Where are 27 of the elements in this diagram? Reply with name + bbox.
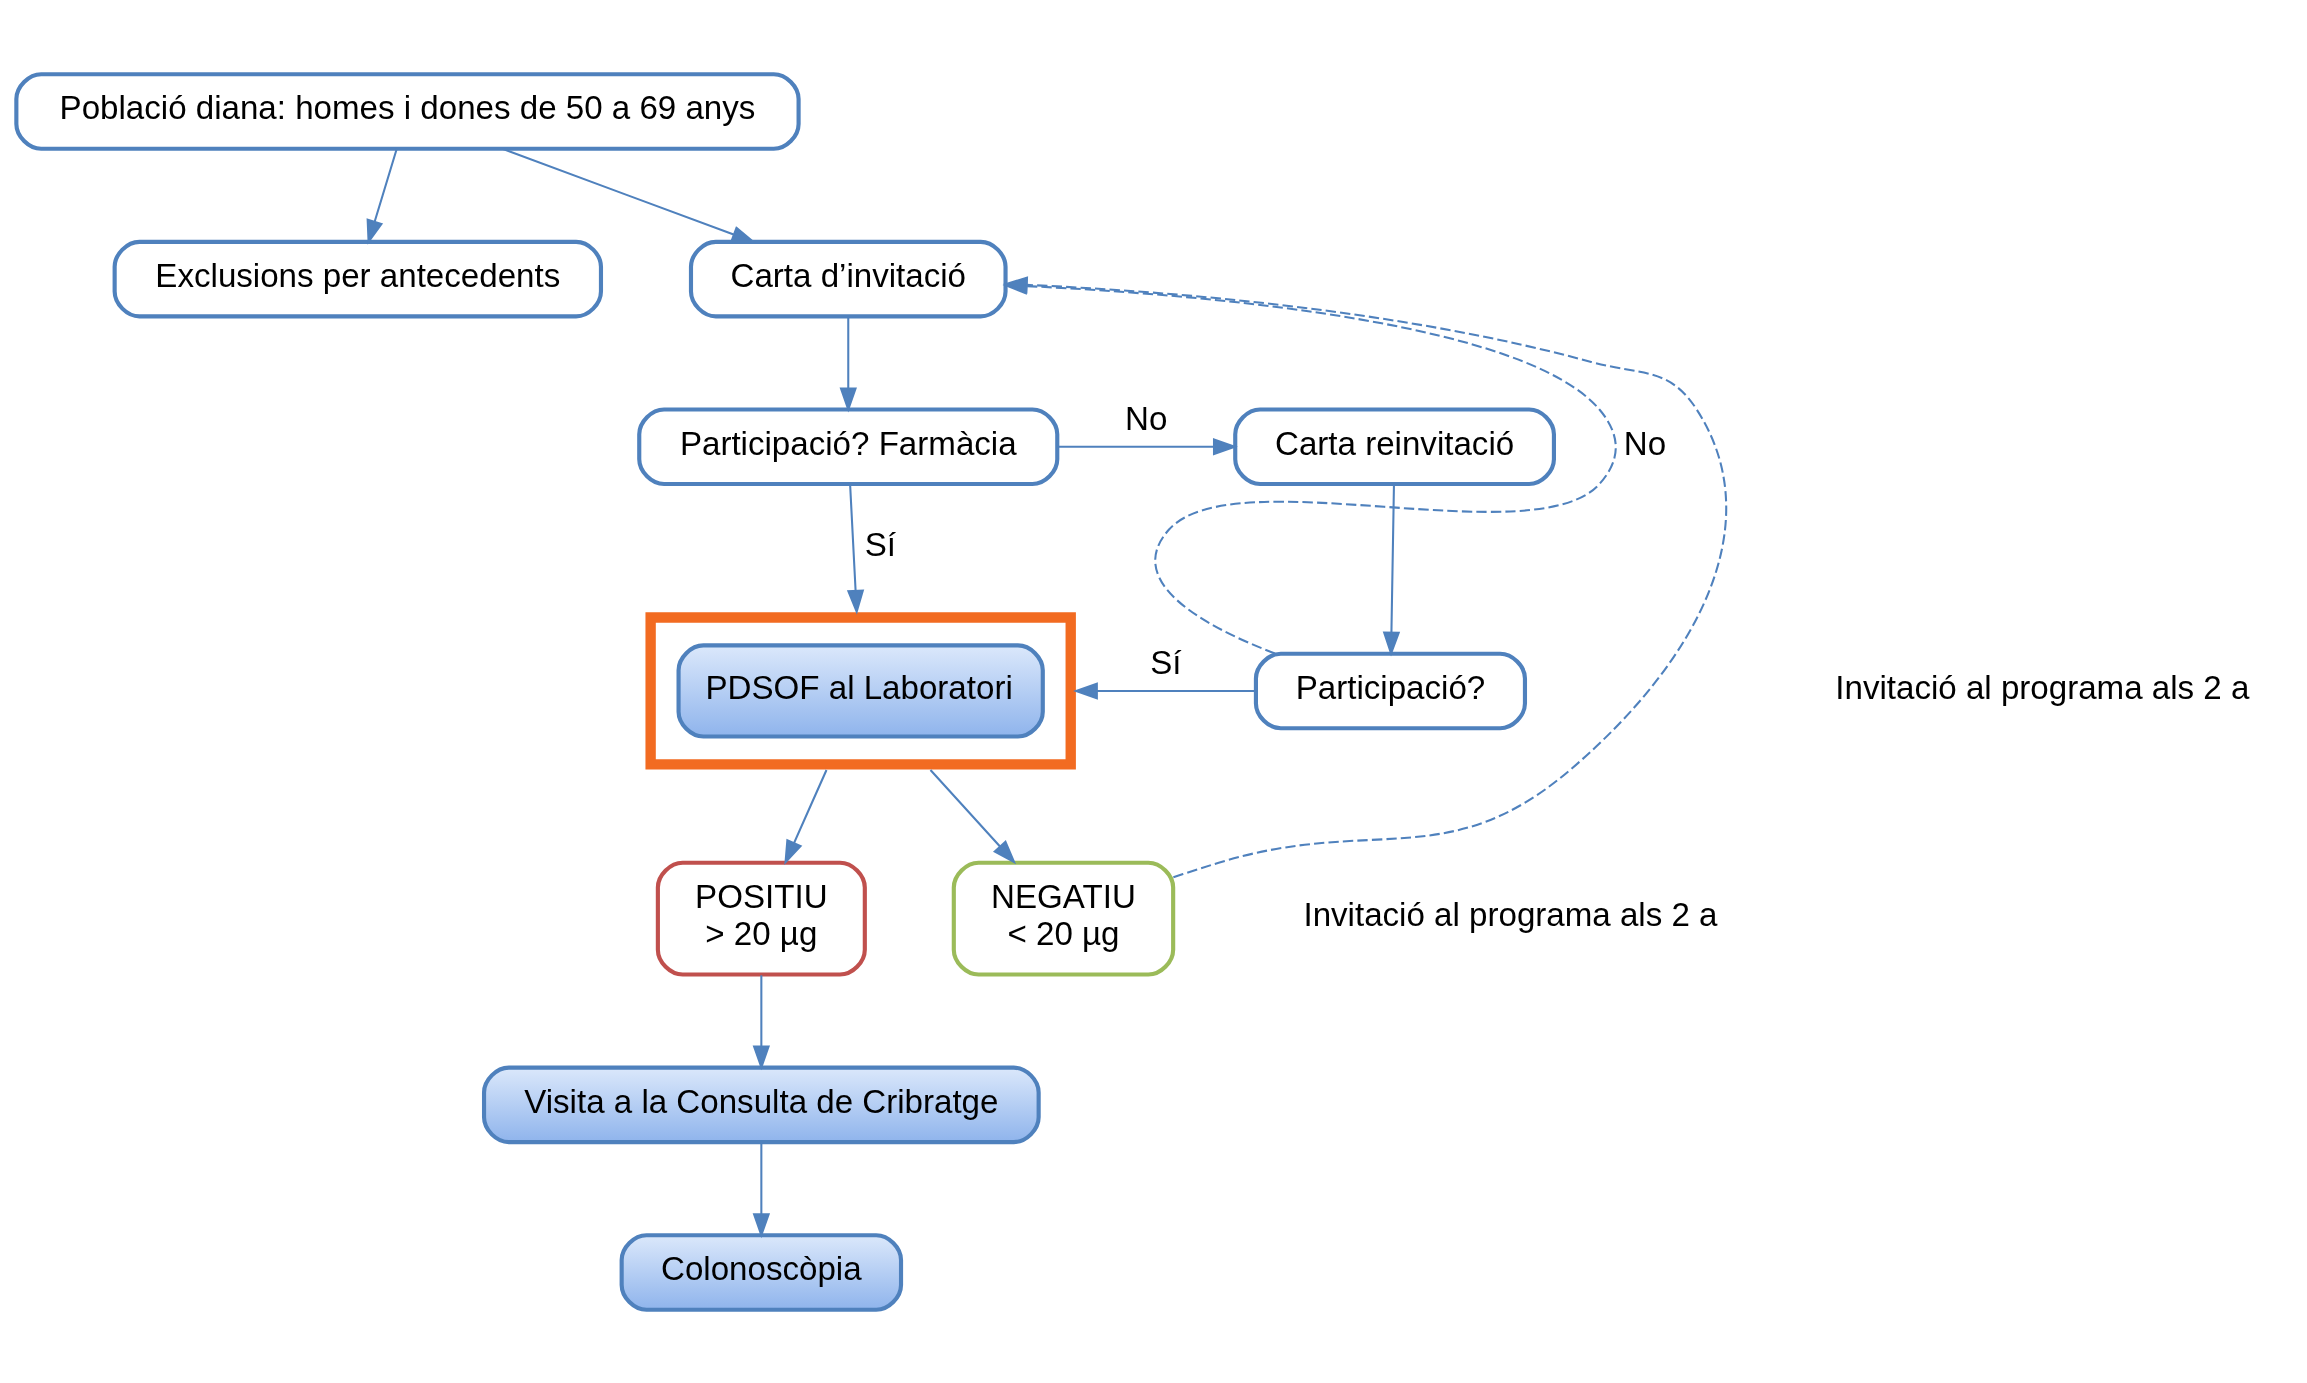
node-box: PDSOF al Laboratori — [645, 611, 1076, 770]
edge-label: Sí — [864, 525, 896, 563]
arrow — [846, 483, 865, 615]
label: Invitació al programa als 2 a — [1303, 895, 1718, 933]
arrow — [1057, 437, 1238, 455]
arrow — [366, 148, 398, 245]
arrow — [784, 769, 828, 865]
arrow — [839, 316, 857, 412]
label: Invitació al programa als 2 a — [1835, 668, 2250, 706]
node-box: NEGATIU < 20 µg — [951, 860, 1176, 977]
node-box: Exclusions per antecedents — [112, 239, 604, 318]
node-box: Colonoscòpia — [619, 1232, 904, 1312]
edge-label: No — [1623, 424, 1667, 462]
edge-label: No — [1125, 399, 1168, 437]
node-box: Població diana: homes i dones de 50 a 69 anys — [14, 71, 801, 151]
arrow — [752, 974, 771, 1070]
node-box: Participació? Farmàcia — [637, 406, 1060, 486]
arrow — [1073, 681, 1256, 700]
arrow — [929, 768, 1017, 864]
node-box: Visita a la Consulta de Cribratge — [481, 1065, 1041, 1144]
arrow — [752, 1141, 771, 1238]
edge-label: Sí — [1150, 643, 1182, 681]
arrow — [1382, 483, 1401, 656]
node-box: Participació? — [1253, 651, 1528, 730]
node-box: Carta reinvitació — [1233, 406, 1556, 486]
node-box: Carta d’invitació — [688, 239, 1008, 318]
node-box: POSITIU > 20 µg — [655, 860, 867, 977]
